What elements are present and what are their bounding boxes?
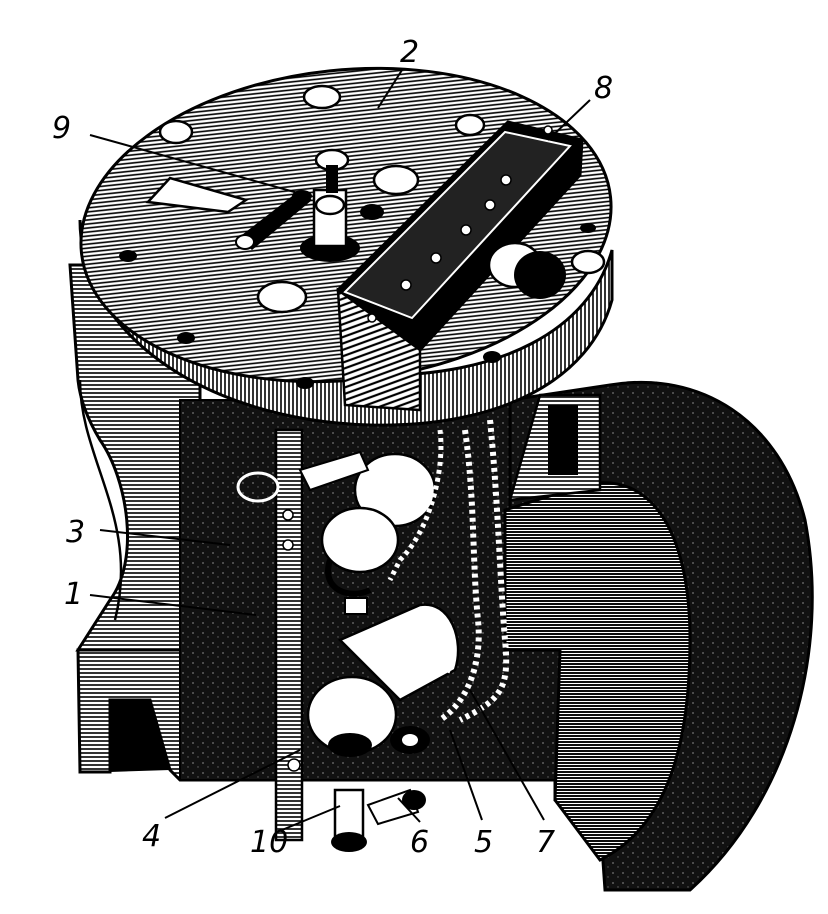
callout-8: 8 <box>594 71 613 106</box>
callout-7: 7 <box>536 825 555 860</box>
valve-assembly <box>292 148 384 262</box>
terminal-box <box>336 120 584 412</box>
callout-4: 4 <box>142 819 161 854</box>
cover-holes <box>119 223 596 389</box>
cover-plate <box>78 66 614 427</box>
callout-2: 2 <box>400 35 419 70</box>
callout-5: 5 <box>474 825 493 860</box>
callout-3: 3 <box>66 515 85 550</box>
cover-bolts <box>158 84 606 314</box>
callout-1: 1 <box>64 577 83 612</box>
callout-10: 10 <box>250 825 288 860</box>
callout-labels: 2 8 9 3 1 4 10 6 5 7 <box>52 35 613 860</box>
leader-lines <box>89 69 591 831</box>
callout-6: 6 <box>410 825 429 860</box>
internals <box>236 419 510 852</box>
callout-9: 9 <box>52 111 71 146</box>
